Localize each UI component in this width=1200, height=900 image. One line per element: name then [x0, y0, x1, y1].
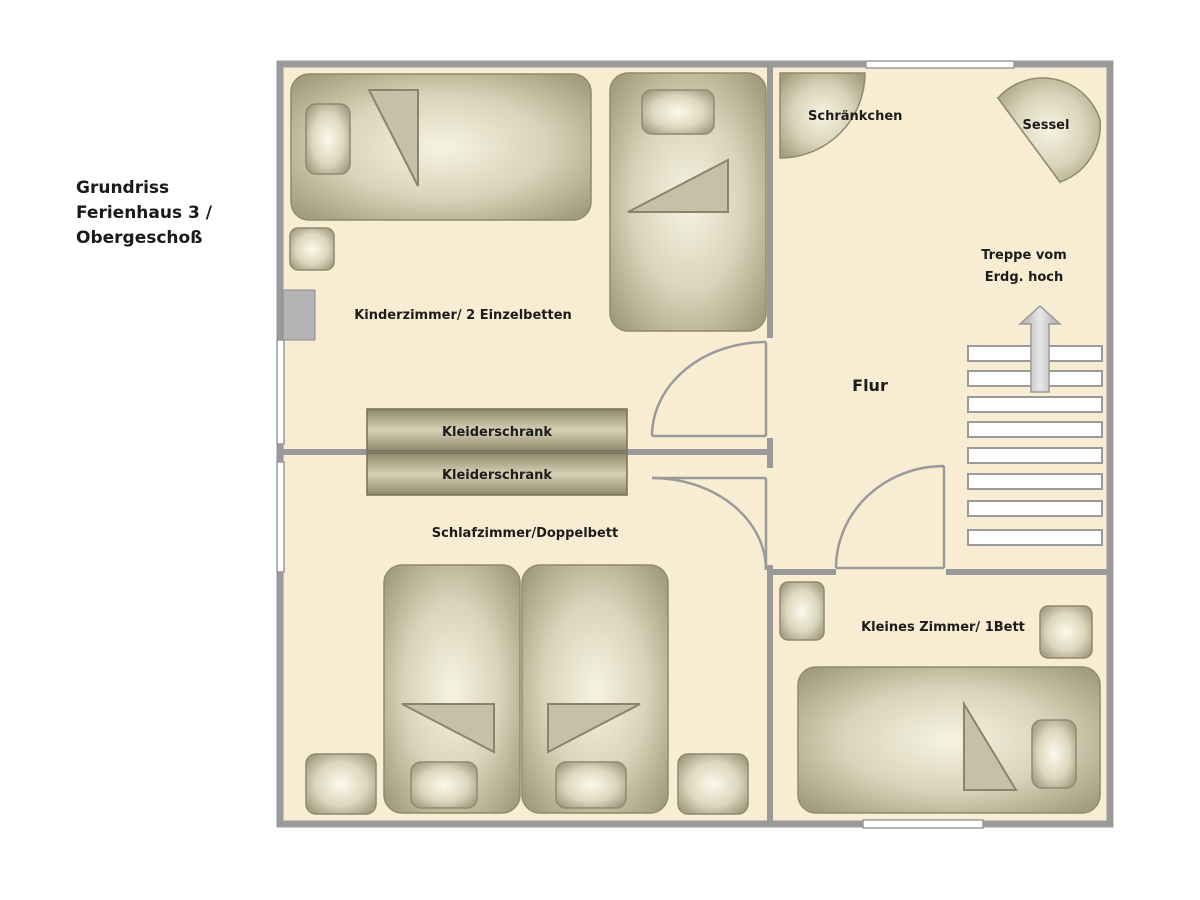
stairs-label-2: Erdg. hoch: [985, 270, 1064, 285]
wardrobe-upper-label: Kleiderschrank: [442, 425, 552, 440]
bed-vertical: [609, 72, 767, 332]
plan-title: Grundriss Ferienhaus 3 / Obergeschoß: [76, 176, 276, 251]
small-room-table: [1039, 605, 1093, 659]
armchair-label: Sessel: [1023, 118, 1070, 133]
interior-walls: [280, 64, 1110, 824]
room-label-schlafzimmer: Schlafzimmer/Doppelbett: [432, 526, 618, 541]
wardrobe-lower-label: Kleiderschrank: [442, 468, 552, 483]
title-line-3: Obergeschoß: [76, 228, 203, 248]
doors: [650, 340, 946, 571]
wardrobe-upper: Kleiderschrank: [366, 408, 628, 452]
cabinet: Schränkchen: [779, 72, 902, 159]
nightstand: [289, 227, 335, 271]
wardrobe-lower: Kleiderschrank: [366, 452, 628, 496]
room-label-kinderzimmer: Kinderzimmer/ 2 Einzelbetten: [354, 308, 572, 323]
cabinet-label: Schränkchen: [808, 109, 902, 124]
armchair: Sessel: [996, 77, 1101, 185]
nightstand-right: [677, 753, 749, 815]
staircase: [967, 345, 1103, 546]
bed-horizontal: [290, 73, 592, 221]
title-line-1: Grundriss: [76, 178, 170, 198]
single-bed: [797, 666, 1101, 814]
double-bed-left: [383, 564, 521, 814]
windows: [276, 60, 1015, 829]
room-label-kleines-zimmer: Kleines Zimmer/ 1Bett: [861, 620, 1025, 635]
stairs-arrow-icon: [1018, 304, 1062, 393]
room-label-flur: Flur: [852, 376, 888, 395]
title-line-2: Ferienhaus 3 /: [76, 203, 212, 223]
stairs-label-1: Treppe vom: [981, 248, 1067, 263]
double-bed-right: [521, 564, 669, 814]
nightstand-left: [305, 753, 377, 815]
small-room-nightstand: [779, 581, 825, 641]
radiator: [282, 289, 316, 341]
